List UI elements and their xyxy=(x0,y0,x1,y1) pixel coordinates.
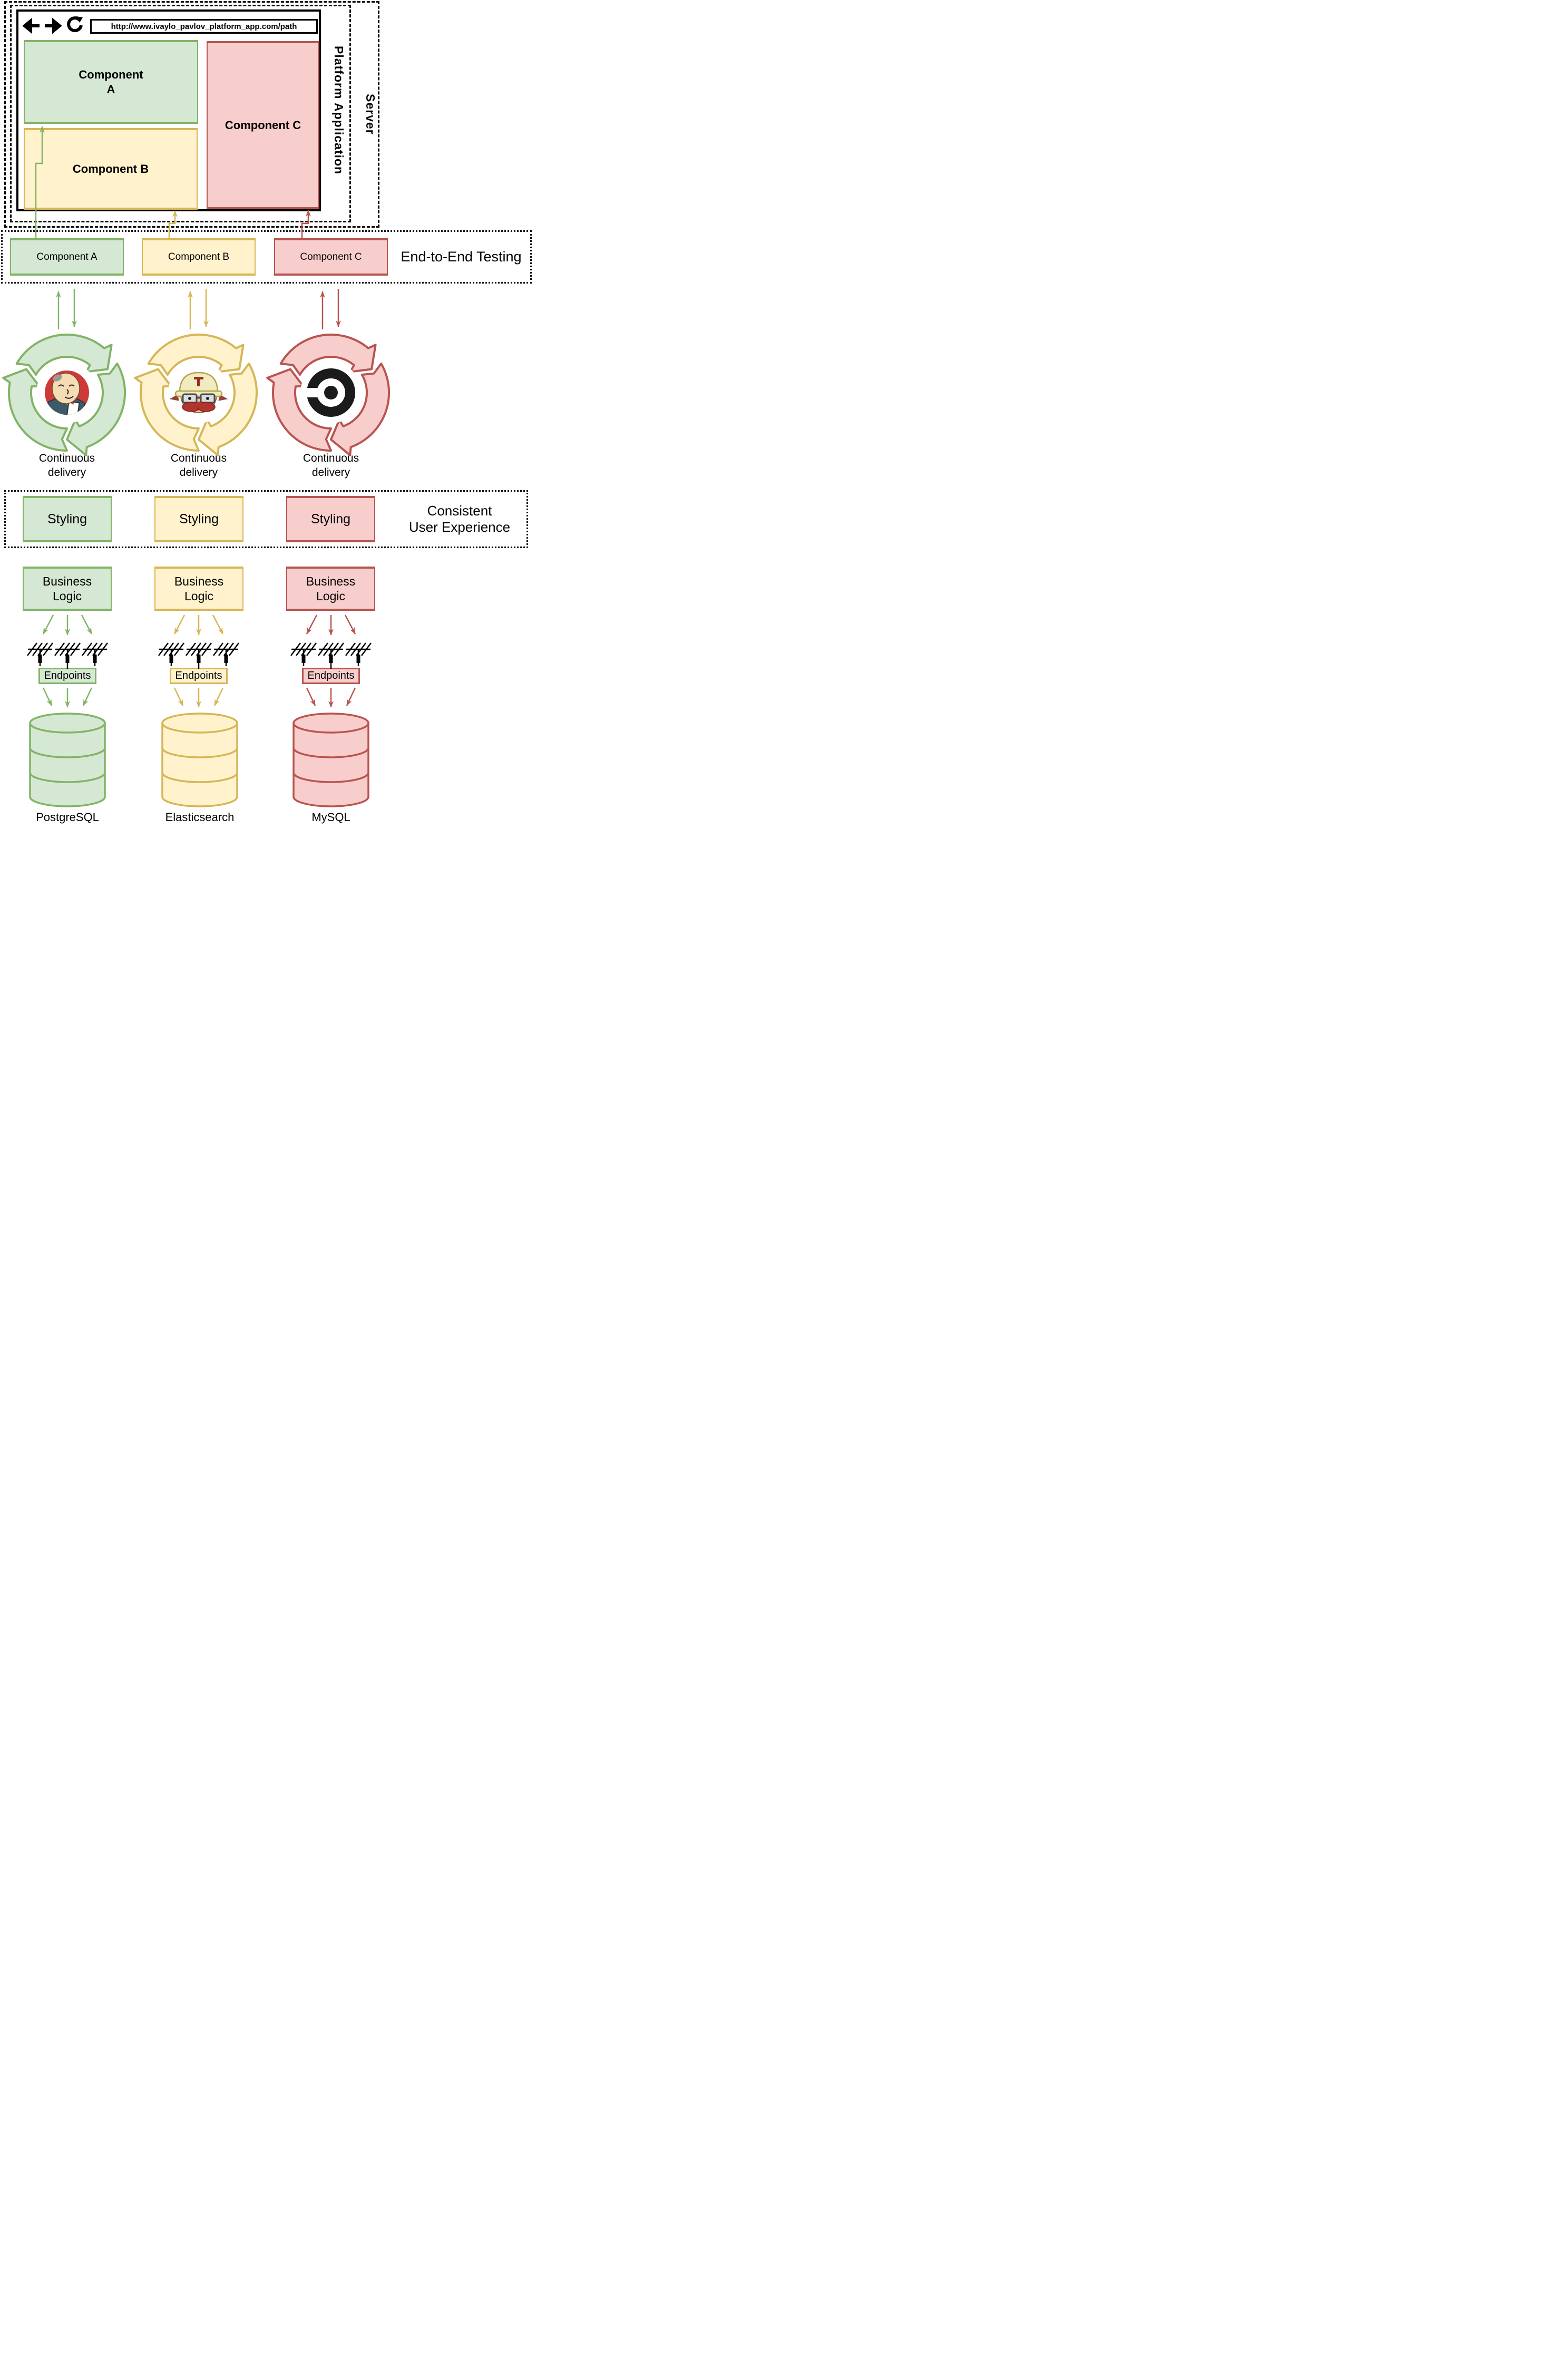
diverge-arrows-yellow xyxy=(173,614,224,636)
converge-arrows-yellow xyxy=(173,687,224,708)
antenna-icons xyxy=(27,642,372,669)
diverge-arrows-red xyxy=(306,614,356,636)
component-a-box: Component A xyxy=(24,40,198,124)
component-b-label: Component B xyxy=(72,162,149,175)
diverge-arrows-green xyxy=(42,614,93,636)
e2e-component-b-label: Component B xyxy=(168,251,230,262)
travis-ci-logo xyxy=(168,362,229,423)
endpoints-box-yellow: Endpoints xyxy=(170,668,228,684)
e2e-testing-boundary xyxy=(1,230,532,284)
component-b-box: Component B xyxy=(24,128,198,210)
server-boundary xyxy=(4,1,379,228)
circleci-logo xyxy=(300,362,362,423)
continuous-delivery-label-green: Continuous delivery xyxy=(38,452,95,479)
converge-arrows-red xyxy=(306,687,356,708)
mysql-cylinder xyxy=(292,713,369,807)
component-a-label-2: A xyxy=(106,82,115,96)
arrow-pair-red xyxy=(320,289,341,329)
consistent-ux-title: Consistent User Experience xyxy=(408,503,511,535)
browser-url-bar[interactable]: http://www.ivaylo_pavlov_platform_app.co… xyxy=(90,19,318,34)
e2e-component-c-box: Component C xyxy=(274,238,388,276)
arrow-pair-yellow xyxy=(188,289,209,329)
e2e-component-a-box: Component A xyxy=(10,238,124,276)
elasticsearch-cylinder xyxy=(161,713,238,807)
e2e-component-b-box: Component B xyxy=(142,238,256,276)
jenkins-logo xyxy=(36,362,97,423)
platform-application-boundary xyxy=(10,5,351,222)
antenna-icon xyxy=(290,642,372,669)
database-label-elasticsearch: Elasticsearch xyxy=(165,811,235,824)
cd-cycle-yellow xyxy=(134,333,258,456)
endpoints-box-green: Endpoints xyxy=(38,668,96,684)
endpoints-box-red: Endpoints xyxy=(302,668,360,684)
cd-cycle-green xyxy=(2,333,126,456)
database-label-mysql: MySQL xyxy=(311,811,350,824)
cd-cycle-red xyxy=(266,333,390,456)
server-label: Server xyxy=(364,94,377,135)
database-label-postgresql: PostgreSQL xyxy=(36,811,99,824)
postgresql-cylinder xyxy=(29,713,106,807)
consistent-ux-boundary xyxy=(4,490,528,548)
e2e-component-c-label: Component C xyxy=(300,251,362,262)
browser-forward-icon[interactable] xyxy=(44,17,62,35)
e2e-component-a-label: Component A xyxy=(36,251,97,262)
component-a-label: Component xyxy=(79,67,143,81)
styling-box-yellow: Styling xyxy=(154,496,243,542)
component-c-box: Component C xyxy=(207,41,319,209)
antenna-icon xyxy=(158,642,239,669)
continuous-delivery-label-red: Continuous delivery xyxy=(303,452,359,479)
browser-back-icon[interactable] xyxy=(23,17,41,35)
browser-reload-icon[interactable] xyxy=(66,15,84,33)
browser-window: http://www.ivaylo_pavlov_platform_app.co… xyxy=(16,9,321,211)
converge-arrows-green xyxy=(42,687,93,708)
component-c-label: Component C xyxy=(225,118,301,132)
arrow-pair-green xyxy=(56,289,77,329)
styling-box-green: Styling xyxy=(23,496,112,542)
e2e-testing-title: End-to-End Testing xyxy=(401,249,522,265)
styling-box-red: Styling xyxy=(286,496,375,542)
antenna-icon xyxy=(27,642,108,669)
continuous-delivery-label-yellow: Continuous delivery xyxy=(170,452,227,479)
microfrontend-architecture-diagram: http://www.ivaylo_pavlov_platform_app.co… xyxy=(0,0,533,824)
url-text: http://www.ivaylo_pavlov_platform_app.co… xyxy=(111,22,297,31)
platform-application-label: Platform Application xyxy=(332,46,346,175)
